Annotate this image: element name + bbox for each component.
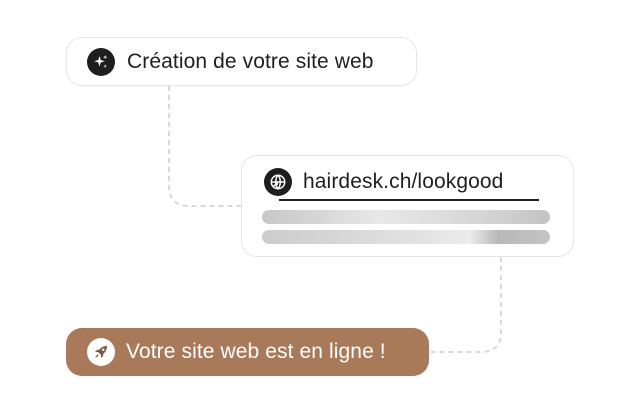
step-website-creation: Création de votre site web	[66, 37, 417, 86]
globe-icon	[264, 168, 292, 196]
connector-step1-to-step2	[168, 86, 241, 207]
skeleton-line	[262, 230, 550, 244]
connector-step2-to-step3	[429, 257, 502, 353]
rocket-icon	[87, 338, 115, 366]
skeleton-line	[262, 210, 550, 224]
step-label: Création de votre site web	[127, 49, 374, 73]
step-website-online: Votre site web est en ligne !	[66, 328, 429, 376]
sparkles-icon	[87, 47, 115, 76]
url-underline	[279, 199, 539, 201]
website-preview-card: hairdesk.ch/lookgood	[241, 155, 574, 257]
step-label: Votre site web est en ligne !	[126, 340, 386, 363]
website-url: hairdesk.ch/lookgood	[303, 170, 504, 193]
url-row: hairdesk.ch/lookgood	[264, 168, 503, 196]
